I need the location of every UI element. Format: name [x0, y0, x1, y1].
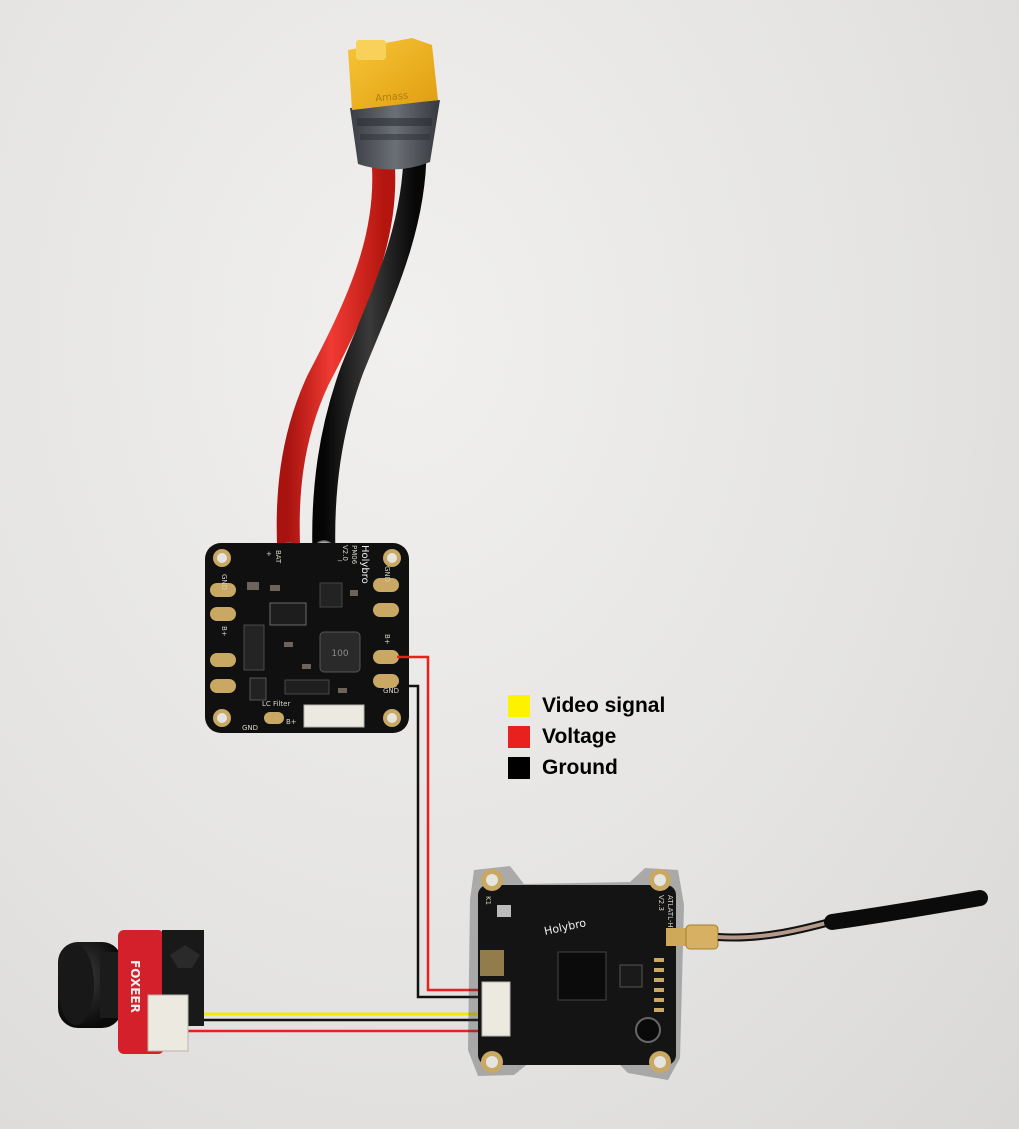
pdb-pad-left-bplus [210, 607, 236, 621]
pdb-label-bplus: B+ [286, 718, 297, 726]
xt60-connector: Amass [348, 38, 440, 170]
video-transmitter: Holybro ATLATL-HV V2.3 K1 [468, 866, 684, 1080]
pdb-bat-label: BAT [274, 550, 282, 564]
pdb-plus-sign: + [266, 550, 272, 558]
antenna-tip [824, 890, 988, 930]
camera-connector [147, 994, 189, 1052]
pdb-pad-left-gnd [210, 583, 236, 597]
pdb-inductor-label: 100 [331, 649, 348, 659]
pdb-label-bplus: B+ [220, 626, 228, 637]
legend-item-ground: Ground [508, 752, 665, 783]
antenna-ufl-connector [666, 928, 688, 946]
vtx-version: V2.3 [657, 895, 665, 911]
vtx-jst-connector [481, 981, 511, 1037]
vtx-model: ATLATL-HV [666, 895, 674, 933]
xt60-brand: Amass [375, 91, 409, 105]
pdb-model: PM06 [350, 545, 358, 565]
voltage-wire [397, 655, 484, 992]
pdb-pad-right-bplus [373, 650, 399, 664]
legend-label: Ground [542, 755, 618, 779]
pdb-pad-left-gnd [210, 679, 236, 693]
pdb-pad-right-gnd [373, 674, 399, 688]
legend-swatch-red [508, 725, 530, 748]
battery-lead: Amass [275, 38, 440, 578]
power-wires [397, 655, 484, 999]
wire-color-legend: Video signal Voltage Ground [508, 690, 665, 783]
battery-black-wire [312, 138, 427, 567]
foxeer-camera: FOXEER [58, 930, 204, 1054]
pdb-brand: Holybro [359, 545, 370, 584]
pdb-minus-sign: − [337, 557, 343, 565]
pdb-version: V2.0 [341, 545, 349, 561]
pdb-jst-connector [303, 704, 365, 728]
legend-label: Voltage [542, 724, 617, 748]
pdb-pad-right-bplus [373, 603, 399, 617]
pdb-inductor [319, 631, 361, 673]
pdb-label-bplus: B+ [383, 634, 391, 645]
pdb-label-gnd: GND [383, 566, 391, 582]
pdb-label-gnd: GND [220, 574, 228, 590]
pdb-regulator [269, 602, 307, 626]
pdb-pad-left-bplus [210, 653, 236, 667]
battery-red-wire [276, 138, 396, 567]
pdb-lc-filter: LC Filter [262, 700, 290, 708]
vtx-button [635, 1017, 661, 1043]
legend-item-voltage: Voltage [508, 721, 665, 752]
vtx-antenna [666, 890, 988, 950]
pdb-pad-bottom [264, 712, 284, 724]
legend-swatch-black [508, 756, 530, 779]
ground-wire [397, 684, 484, 999]
pdb-label-gnd: GND [383, 687, 399, 695]
pdb-label-gnd: GND [242, 724, 258, 732]
power-module-board: 100 + BAT Holybro PM06 V2.0 − GND B+ GND… [205, 543, 409, 733]
legend-item-video-signal: Video signal [508, 690, 665, 721]
legend-label: Video signal [542, 693, 666, 717]
legend-swatch-yellow [508, 694, 530, 717]
camera-wires [186, 1012, 482, 1033]
pdb-pad-right-gnd [373, 578, 399, 592]
camera-brand: FOXEER [128, 960, 142, 1013]
vtx-k1-label: K1 [484, 896, 492, 905]
vtx-main-chip [557, 951, 607, 1001]
